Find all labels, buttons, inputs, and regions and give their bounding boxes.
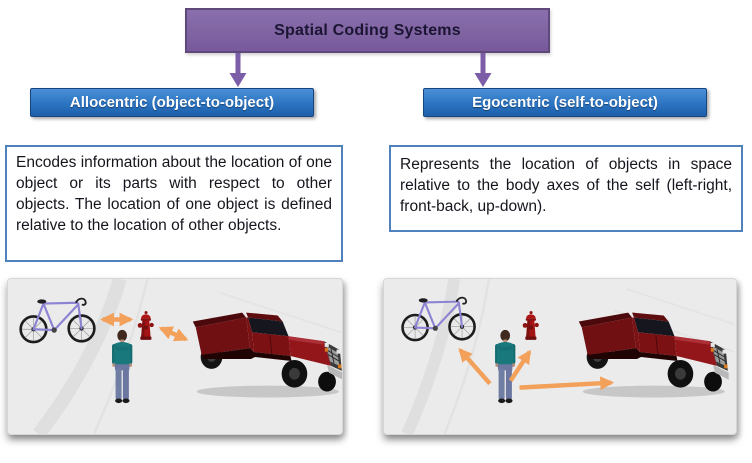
- root-node-spatial-coding-systems: Spatial Coding Systems: [185, 8, 550, 53]
- arrow-person-to-bicycle: [458, 348, 492, 386]
- description-box-egocentric: Represents the location of objects in sp…: [389, 145, 743, 232]
- branch-header-allocentric-label: Allocentric (object-to-object): [69, 94, 275, 111]
- scene-allocentric: [7, 278, 343, 435]
- arrow-person-to-hydrant: [508, 349, 532, 382]
- arrow-hydrant-to-truck: [158, 326, 189, 342]
- description-box-allocentric: Encodes information about the location o…: [5, 145, 343, 262]
- scene-egocentric-illustration: [385, 279, 736, 434]
- connector-arrow-left: [229, 53, 247, 87]
- connector-arrow-right: [474, 53, 492, 87]
- arrow-person-to-truck: [519, 376, 615, 391]
- scene-allocentric-illustration: [9, 279, 342, 434]
- branch-header-allocentric: Allocentric (object-to-object): [30, 88, 314, 117]
- branch-header-egocentric-label: Egocentric (self-to-object): [472, 94, 658, 111]
- scene-egocentric: [383, 278, 737, 435]
- description-text-egocentric: Represents the location of objects in sp…: [400, 156, 732, 215]
- connector-arrows: [229, 53, 492, 87]
- root-node-label: Spatial Coding Systems: [274, 21, 461, 39]
- description-text-allocentric: Encodes information about the location o…: [16, 154, 332, 234]
- branch-header-egocentric: Egocentric (self-to-object): [423, 88, 707, 117]
